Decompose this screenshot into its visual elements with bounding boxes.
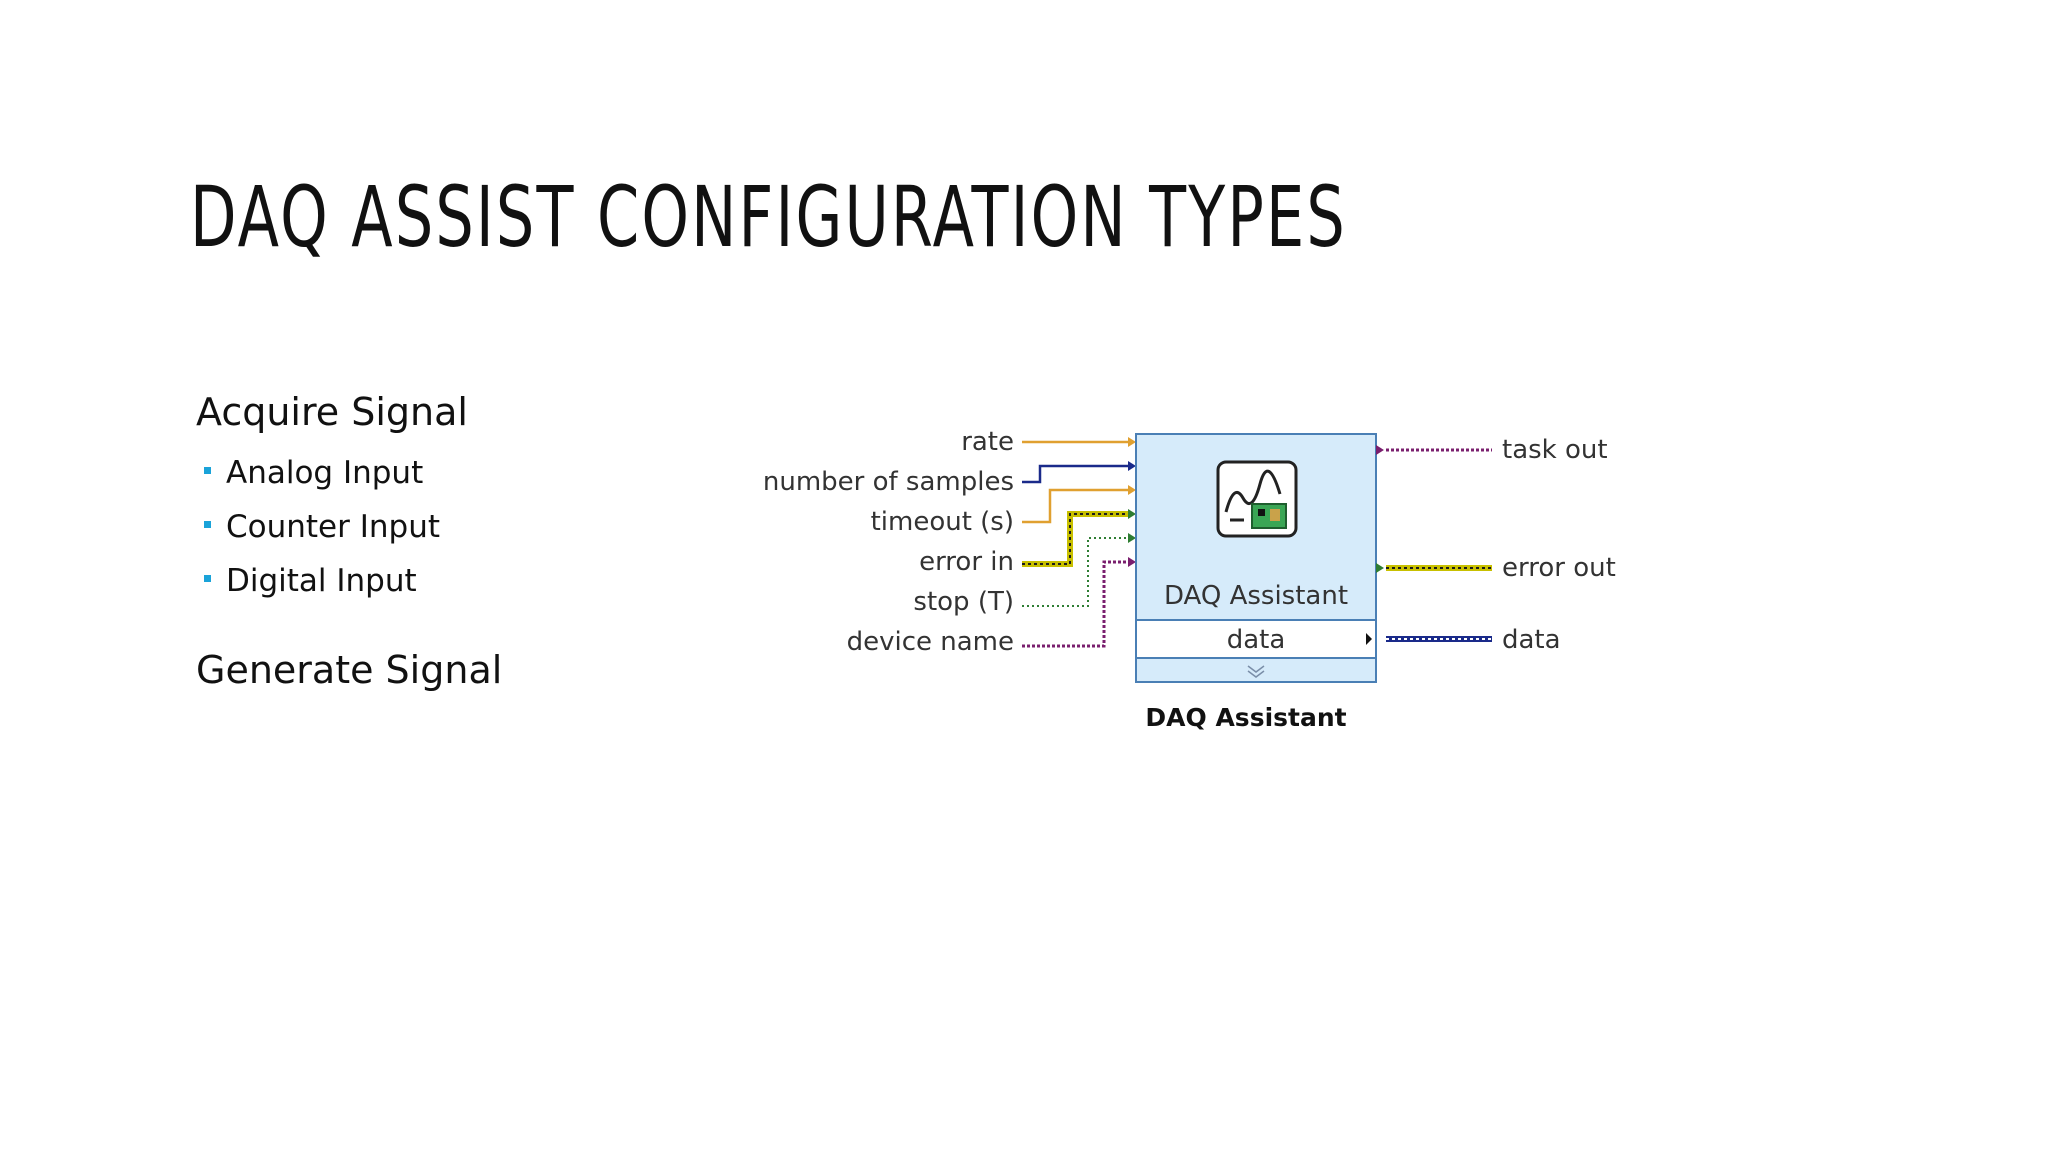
diagram-caption: DAQ Assistant	[1145, 703, 1346, 732]
terminal-error-out	[1376, 563, 1384, 573]
block-title: DAQ Assistant	[1164, 581, 1348, 611]
bullet-text: Analog Input	[226, 455, 424, 491]
wire-timeout	[1022, 488, 1128, 524]
bullet-square-icon	[204, 575, 211, 582]
input-label-device-name: device name	[847, 627, 1014, 657]
list-item: Counter Input	[196, 500, 502, 554]
terminal-rate	[1128, 437, 1136, 447]
wire-number-of-samples	[1022, 464, 1128, 484]
input-label-stop: stop (T)	[913, 587, 1014, 617]
daq-assistant-icon	[1216, 460, 1298, 538]
input-label-timeout: timeout (s)	[871, 507, 1014, 537]
input-label-number-of-samples: number of samples	[763, 467, 1014, 497]
daq-assistant-svg: rate number of samples timeout (s) error…	[763, 427, 1616, 732]
terminal-task-out	[1376, 445, 1384, 455]
bullet-text: Digital Input	[226, 563, 417, 599]
terminal-number-of-samples	[1128, 461, 1136, 471]
bullet-square-icon	[204, 521, 211, 528]
bullet-text: Counter Input	[226, 509, 441, 545]
list-item: Analog Input	[196, 446, 502, 500]
wire-stop	[1022, 537, 1128, 607]
terminal-error-in	[1128, 509, 1136, 519]
input-label-rate: rate	[961, 427, 1014, 457]
terminal-device-name	[1128, 557, 1136, 567]
list-item: Digital Input	[196, 554, 502, 608]
input-label-error-in: error in	[919, 547, 1014, 577]
data-row[interactable]	[1135, 619, 1377, 659]
acquire-bullet-list: Analog Input Counter Input Digital Input	[196, 446, 502, 608]
section-heading-generate: Generate Signal	[196, 648, 503, 692]
wire-error-in-pattern	[1022, 513, 1128, 565]
content-list: Acquire Signal Analog Input Counter Inpu…	[196, 390, 502, 704]
daq-assistant-diagram: rate number of samples timeout (s) error…	[740, 420, 1640, 760]
data-row-label: data	[1227, 625, 1286, 655]
bullet-square-icon	[204, 467, 211, 474]
output-label-error-out: error out	[1502, 553, 1616, 583]
slide-title: DAQ ASSIST CONFIGURATION TYPES	[190, 168, 1347, 266]
terminal-timeout	[1128, 485, 1136, 495]
terminal-stop	[1128, 533, 1136, 543]
wire-device-name	[1022, 560, 1128, 648]
output-label-task-out: task out	[1502, 435, 1608, 465]
output-label-data: data	[1502, 625, 1561, 655]
section-heading-acquire: Acquire Signal	[196, 390, 468, 434]
data-row-arrow-icon	[1366, 633, 1372, 645]
expand-chevron-icon[interactable]	[1247, 665, 1265, 678]
